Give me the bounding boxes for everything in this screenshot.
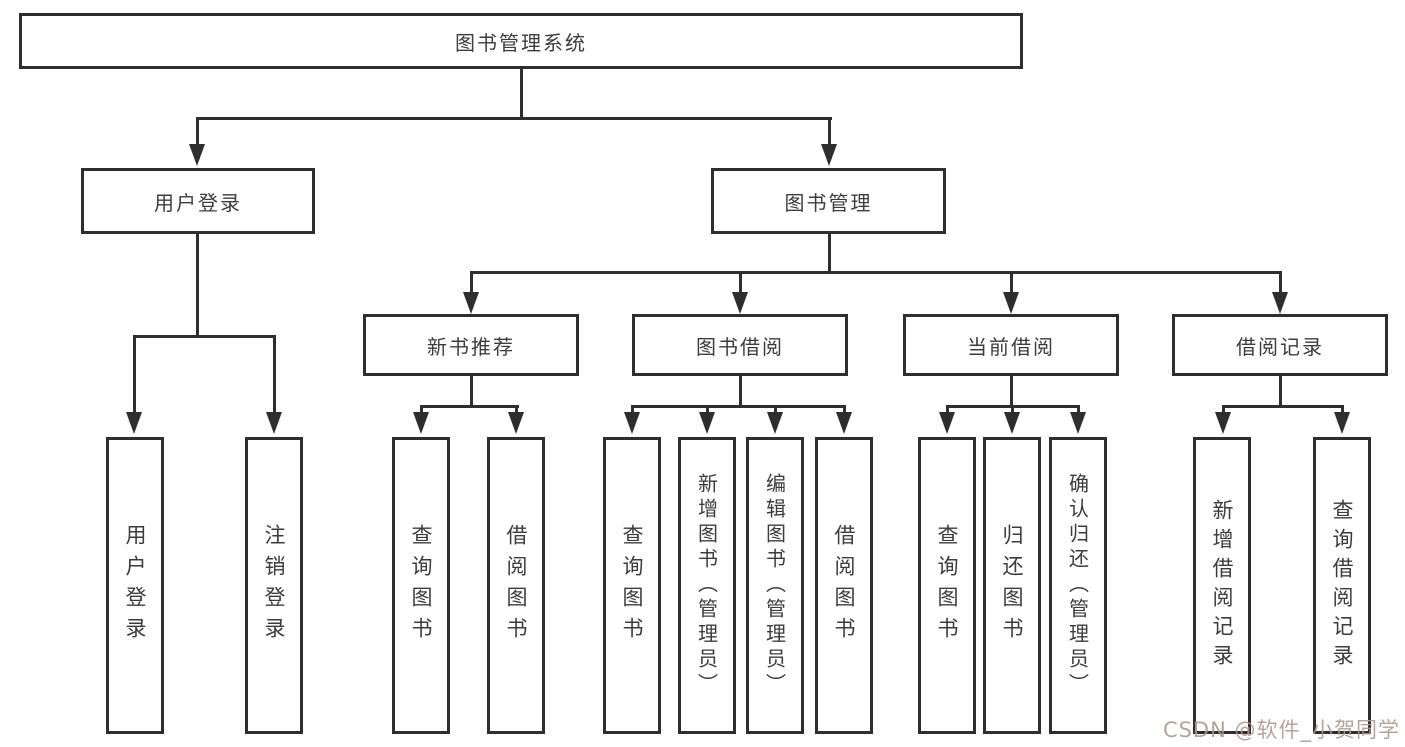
leaf-record-query-borrow-record: 查询借阅记录 xyxy=(1313,437,1371,734)
connector-line xyxy=(1222,405,1344,408)
leaf-newbook-query-books-label: 查询图书 xyxy=(409,523,433,648)
connector-line xyxy=(273,335,276,414)
node-book-management-label: 图书管理 xyxy=(784,190,873,215)
leaf-current-query-books: 查询图书 xyxy=(918,437,976,734)
leaf-record-query-borrow-record-label: 查询借阅记录 xyxy=(1330,498,1354,673)
connector-line xyxy=(515,405,518,415)
arrowhead-down-icon xyxy=(1272,292,1288,314)
leaf-borrow-add-books-admin-label: 新增图书（管理员） xyxy=(694,473,719,698)
connector-line xyxy=(1341,405,1344,415)
arrowhead-down-icon xyxy=(463,292,479,314)
connector-line xyxy=(133,335,276,338)
leaf-logout: 注销登录 xyxy=(245,437,303,734)
node-new-book-recommend-label: 新书推荐 xyxy=(427,334,515,359)
connector-line xyxy=(470,271,473,294)
connector-line xyxy=(739,376,742,408)
connector-line xyxy=(739,271,742,294)
connector-line xyxy=(631,405,846,408)
leaf-user-login-label: 用户登录 xyxy=(123,523,147,648)
leaf-record-add-borrow-record-label: 新增借阅记录 xyxy=(1210,498,1234,673)
connector-line xyxy=(1010,376,1013,408)
leaf-current-query-books-label: 查询图书 xyxy=(935,523,959,648)
connector-line xyxy=(196,117,199,146)
leaf-borrow-edit-books-admin-label: 编辑图书（管理员） xyxy=(762,473,787,698)
leaf-user-login: 用户登录 xyxy=(106,437,164,734)
arrowhead-down-icon xyxy=(189,144,205,166)
arrowhead-down-icon xyxy=(413,412,429,434)
leaf-newbook-borrow-books-label: 借阅图书 xyxy=(504,523,528,648)
connector-line xyxy=(1011,405,1014,415)
arrowhead-down-icon xyxy=(126,412,142,434)
node-current-borrow-label: 当前借阅 xyxy=(967,334,1055,359)
node-borrow-records-label: 借阅记录 xyxy=(1236,334,1324,359)
connector-line xyxy=(196,117,832,120)
arrowhead-down-icon xyxy=(1004,412,1020,434)
node-root: 图书管理系统 xyxy=(19,13,1023,69)
connector-line xyxy=(520,69,523,120)
arrowhead-down-icon xyxy=(1003,292,1019,314)
leaf-record-add-borrow-record: 新增借阅记录 xyxy=(1193,437,1251,734)
connector-line xyxy=(470,376,473,408)
arrowhead-down-icon xyxy=(624,412,640,434)
leaf-current-confirm-return-admin: 确认归还（管理员） xyxy=(1049,437,1107,734)
connector-line xyxy=(843,405,846,415)
arrowhead-down-icon xyxy=(939,412,955,434)
node-book-borrow: 图书借阅 xyxy=(632,314,848,376)
arrowhead-down-icon xyxy=(821,144,837,166)
node-book-borrow-label: 图书借阅 xyxy=(696,334,784,359)
connector-line xyxy=(1222,405,1225,415)
node-new-book-recommend: 新书推荐 xyxy=(363,314,579,376)
leaf-borrow-borrow-books: 借阅图书 xyxy=(815,437,873,734)
connector-line xyxy=(1010,271,1013,294)
connector-line xyxy=(828,117,831,146)
leaf-borrow-borrow-books-label: 借阅图书 xyxy=(832,523,856,648)
leaf-newbook-borrow-books: 借阅图书 xyxy=(487,437,545,734)
connector-line xyxy=(631,405,634,415)
leaf-borrow-query-books-label: 查询图书 xyxy=(620,523,644,648)
leaf-borrow-query-books: 查询图书 xyxy=(603,437,661,734)
node-root-label: 图书管理系统 xyxy=(455,30,587,55)
node-user-login: 用户登录 xyxy=(81,168,315,234)
connector-line xyxy=(828,234,831,274)
node-current-borrow: 当前借阅 xyxy=(903,314,1119,376)
node-book-management: 图书管理 xyxy=(711,168,946,234)
connector-line xyxy=(133,335,136,414)
arrowhead-down-icon xyxy=(1334,412,1350,434)
leaf-newbook-query-books: 查询图书 xyxy=(392,437,450,734)
connector-line xyxy=(946,405,949,415)
arrowhead-down-icon xyxy=(732,292,748,314)
leaf-borrow-edit-books-admin: 编辑图书（管理员） xyxy=(746,437,804,734)
leaf-borrow-add-books-admin: 新增图书（管理员） xyxy=(678,437,736,734)
connector-line xyxy=(774,405,777,415)
leaf-current-return-books: 归还图书 xyxy=(983,437,1041,734)
arrowhead-down-icon xyxy=(1215,412,1231,434)
node-borrow-records: 借阅记录 xyxy=(1172,314,1388,376)
arrowhead-down-icon xyxy=(508,412,524,434)
arrowhead-down-icon xyxy=(836,412,852,434)
node-user-login-label: 用户登录 xyxy=(154,190,242,215)
connector-line xyxy=(420,405,519,408)
connector-line xyxy=(1279,271,1282,294)
leaf-current-confirm-return-admin-label: 确认归还（管理员） xyxy=(1065,473,1090,698)
arrowhead-down-icon xyxy=(1070,412,1086,434)
connector-line xyxy=(1077,405,1080,415)
connector-line xyxy=(1279,376,1282,408)
connector-line xyxy=(420,405,423,415)
leaf-current-return-books-label: 归还图书 xyxy=(1000,523,1024,648)
connector-line xyxy=(470,271,1282,274)
arrowhead-down-icon xyxy=(699,412,715,434)
arrowhead-down-icon xyxy=(266,412,282,434)
arrowhead-down-icon xyxy=(767,412,783,434)
connector-line xyxy=(706,405,709,415)
connector-line xyxy=(196,234,199,338)
leaf-logout-label: 注销登录 xyxy=(262,523,286,648)
